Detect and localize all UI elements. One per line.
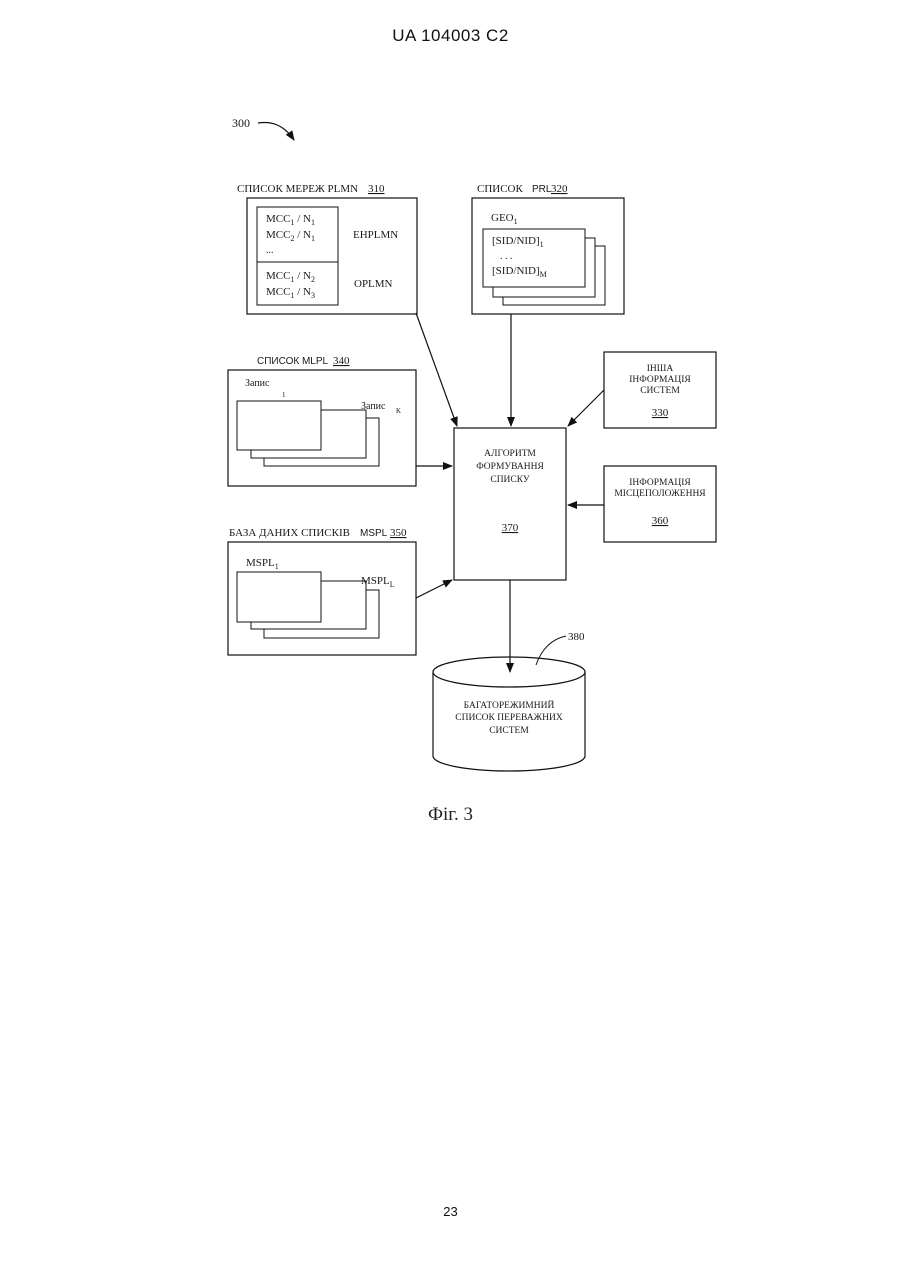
svg-text:[SID/NID]1: [SID/NID]1 [492, 235, 544, 249]
svg-text:Запис: Запис [361, 401, 386, 412]
figure-caption: Фіг. 3 [0, 804, 901, 826]
mspl-database-block: БАЗА ДАНИХ СПИСКІВ MSPL 350 MSPL1 MSPLL [228, 527, 416, 655]
ref-350: 350 [390, 527, 407, 539]
svg-text:СПИСОК МЕРЕЖ PLMN: СПИСОК МЕРЕЖ PLMN [237, 183, 358, 195]
svg-text:MCC1 / N3: MCC1 / N3 [266, 286, 315, 300]
location-info-block: ІНФОРМАЦІЯ МІСЦЕПОЛОЖЕННЯ 360 [604, 466, 716, 542]
svg-text:СПИСОК ПЕРЕВАЖНИХ: СПИСОК ПЕРЕВАЖНИХ [455, 713, 563, 723]
svg-text:БАЗА ДАНИХ СПИСКІВ: БАЗА ДАНИХ СПИСКІВ [229, 527, 350, 539]
svg-text:ІНФОРМАЦІЯ: ІНФОРМАЦІЯ [629, 478, 691, 488]
svg-text:MSPL: MSPL [360, 528, 388, 539]
arrow-350-to-370 [416, 580, 452, 598]
svg-text:. . .: . . . [500, 251, 513, 262]
ref-380: 380 [568, 631, 585, 643]
svg-text:СИСТЕМ: СИСТЕМ [489, 726, 529, 736]
prl-list-block: СПИСОК PRL 320 GEO1 [SID/NID]1 . . . [SI… [472, 183, 624, 314]
ref-320: 320 [551, 183, 568, 195]
ref-300: 300 [232, 116, 294, 140]
arrow-310-to-370 [416, 313, 457, 426]
svg-text:MSPLL: MSPLL [361, 575, 395, 589]
arrow-330-to-370 [568, 390, 604, 426]
mlpl-list-block: СПИСОК MLPL 340 Запис 1 Запис K [228, 355, 416, 486]
ref-330: 330 [652, 407, 669, 419]
connectors [416, 313, 604, 672]
svg-text:Запис: Запис [245, 378, 270, 389]
svg-text:СПИСОК MLPL: СПИСОК MLPL [257, 356, 329, 367]
ref-370: 370 [502, 522, 519, 534]
multimode-pref-system-list: 380 БАГАТОРЕЖИМНИЙ СПИСОК ПЕРЕВАЖНИХ СИС… [433, 631, 585, 771]
svg-text:K: K [396, 407, 401, 415]
svg-text:1: 1 [282, 391, 286, 399]
svg-text:СПИСКУ: СПИСКУ [490, 475, 530, 485]
svg-text:ІНФОРМАЦІЯ: ІНФОРМАЦІЯ [629, 375, 691, 385]
svg-text:СИСТЕМ: СИСТЕМ [640, 386, 680, 396]
svg-text:БАГАТОРЕЖИМНИЙ: БАГАТОРЕЖИМНИЙ [464, 699, 555, 711]
svg-text:MCC1 / N1: MCC1 / N1 [266, 213, 315, 227]
svg-text:ФОРМУВАННЯ: ФОРМУВАННЯ [476, 462, 544, 472]
ref-340: 340 [333, 355, 350, 367]
svg-text:...: ... [266, 245, 274, 256]
svg-text:MCC2 / N1: MCC2 / N1 [266, 229, 315, 243]
svg-text:300: 300 [232, 116, 250, 130]
page-number: 23 [0, 1204, 901, 1219]
svg-text:PRL: PRL [532, 184, 552, 195]
svg-text:MCC1 / N2: MCC1 / N2 [266, 270, 315, 284]
svg-text:[SID/NID]M: [SID/NID]M [492, 265, 547, 279]
svg-text:СПИСОК: СПИСОК [477, 183, 524, 195]
svg-text:GEO1: GEO1 [491, 212, 518, 226]
ref-310: 310 [368, 183, 385, 195]
plmn-list-block: СПИСОК МЕРЕЖ PLMN 310 MCC1 / N1 MCC2 / N… [237, 183, 417, 314]
svg-text:АЛГОРИТМ: АЛГОРИТМ [484, 449, 536, 459]
ref-360: 360 [652, 515, 669, 527]
svg-text:МІСЦЕПОЛОЖЕННЯ: МІСЦЕПОЛОЖЕННЯ [614, 489, 706, 499]
svg-text:MSPL1: MSPL1 [246, 557, 279, 571]
svg-text:ІНША: ІНША [647, 364, 674, 374]
list-algorithm-block: АЛГОРИТМ ФОРМУВАННЯ СПИСКУ 370 [454, 428, 566, 580]
other-system-info-block: ІНША ІНФОРМАЦІЯ СИСТЕМ 330 [604, 352, 716, 428]
svg-text:OPLMN: OPLMN [354, 278, 393, 290]
svg-text:EHPLMN: EHPLMN [353, 229, 398, 241]
